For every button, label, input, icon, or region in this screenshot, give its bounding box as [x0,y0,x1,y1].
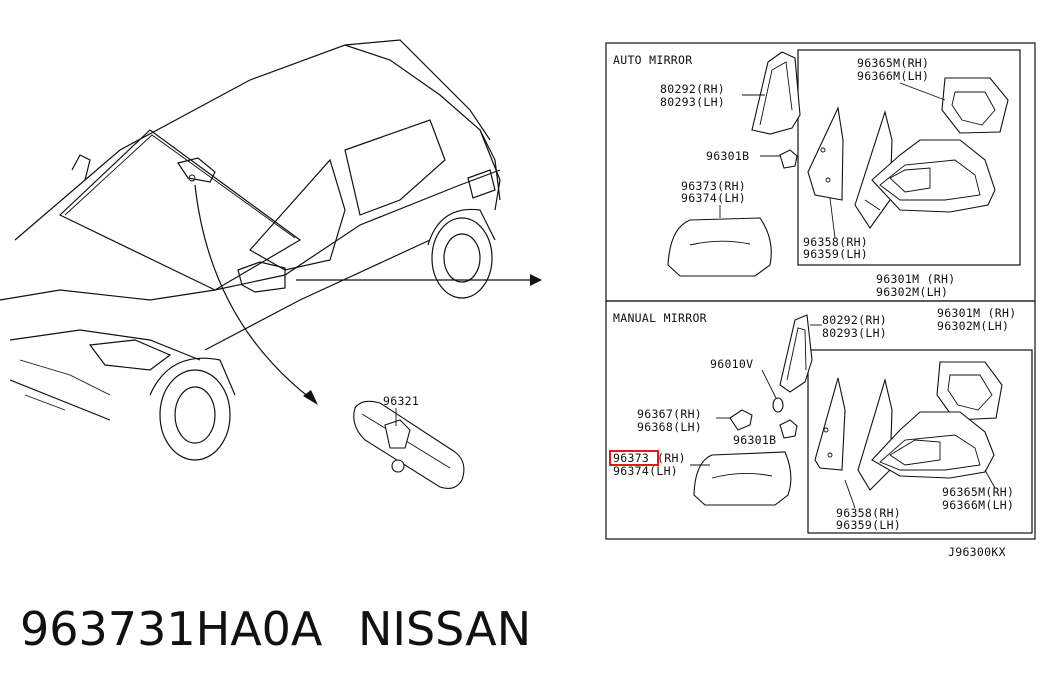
auto-label-96374: 96374(LH) [681,191,746,205]
manual-mirror-panel: MANUAL MIRROR 80292(RH) 80293(LH) 96301M… [605,300,1036,540]
manual-label-96373-suffix: (RH) [657,451,686,465]
auto-label-80292: 80292(RH) [660,82,725,96]
manual-label-80292: 80292(RH) [822,313,887,327]
auto-label-96302m: 96302M(LH) [876,285,948,299]
auto-label-96301m: 96301M (RH) [876,272,955,286]
manual-label-96301m: 96301M (RH) [937,306,1016,320]
manual-label-96365m: 96365M(RH) [942,485,1014,499]
car-illustration [0,39,542,461]
manual-mirror-title: MANUAL MIRROR [613,311,707,325]
auto-label-96359: 96359(LH) [803,247,868,261]
manual-label-96301b: 96301B [733,433,776,447]
manual-label-96358: 96358(RH) [836,506,901,520]
manual-label-96302m: 96302M(LH) [937,319,1009,333]
manual-label-96359: 96359(LH) [836,518,901,532]
highlight-box [609,450,659,466]
manual-label-96367: 96367(RH) [637,407,702,421]
manual-label-96374: 96374(LH) [613,464,678,478]
auto-mirror-panel: AUTO MIRROR 80292(RH) 80293(LH) 96301B 9… [605,42,1036,302]
manual-label-96366m: 96366M(LH) [942,498,1014,512]
rearview-mirror-part: 96321 [353,394,465,489]
auto-label-96366m: 96366M(LH) [857,69,929,83]
manual-label-96010v: 96010V [710,357,753,371]
manual-label-96368: 96368(LH) [637,420,702,434]
auto-label-96365m: 96365M(RH) [857,56,929,70]
auto-label-96373: 96373(RH) [681,179,746,193]
footer-part-number: 963731HA0A [20,602,323,656]
footer-brand: NISSAN [358,602,531,656]
auto-label-96358: 96358(RH) [803,235,868,249]
auto-label-96301b: 96301B [706,149,749,163]
auto-mirror-title: AUTO MIRROR [613,53,692,67]
diagram-code: J96300KX [948,545,1006,559]
manual-label-80293: 80293(LH) [822,326,887,340]
rearview-mirror-label: 96321 [383,394,419,408]
auto-label-80293: 80293(LH) [660,95,725,109]
manual-label-96373-highlight: 96373 [613,451,649,465]
